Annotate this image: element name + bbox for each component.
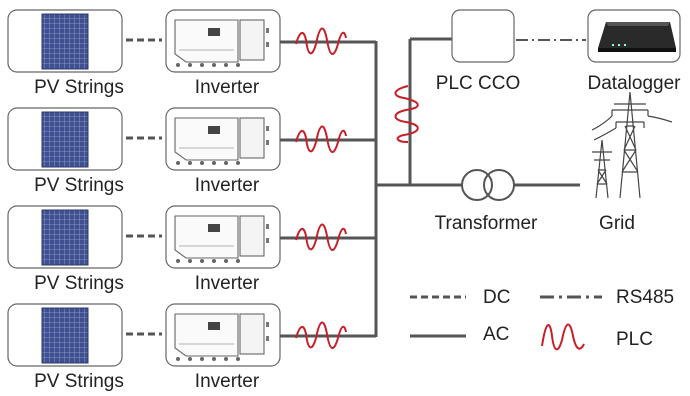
inverter-label-4: Inverter [194, 371, 260, 392]
legend-ac-label: AC [483, 324, 510, 345]
datalogger-router-icon [598, 22, 676, 52]
inverter-label-1: Inverter [194, 77, 260, 98]
row-1 [6, 8, 378, 74]
transmission-tower-icon [591, 91, 673, 199]
row-4 [6, 302, 378, 368]
transformer-symbol-icon [461, 169, 515, 201]
row-2 [6, 106, 378, 172]
pv-strings-label-4: PV Strings [34, 371, 124, 392]
plc-cco-label: PLC CCO [435, 73, 521, 94]
datalogger-label: Datalogger [587, 73, 681, 94]
row-3 [6, 204, 378, 270]
legend-graphics [410, 295, 602, 351]
legend-dc-label: DC [483, 287, 511, 308]
inverter-label-3: Inverter [194, 273, 260, 294]
legend-plc-swatch [541, 323, 585, 351]
inverter-label-2: Inverter [194, 175, 260, 196]
pv-strings-label-2: PV Strings [34, 175, 124, 196]
plc-cco-box [451, 9, 515, 63]
transformer-label: Transformer [434, 213, 538, 234]
grid-label: Grid [599, 213, 635, 234]
pv-strings-label-3: PV Strings [34, 273, 124, 294]
pv-strings-label-1: PV Strings [34, 77, 124, 98]
legend-rs485-label: RS485 [616, 287, 675, 308]
legend-plc-label: PLC [616, 329, 653, 350]
plc-wave-vertical [394, 85, 419, 143]
